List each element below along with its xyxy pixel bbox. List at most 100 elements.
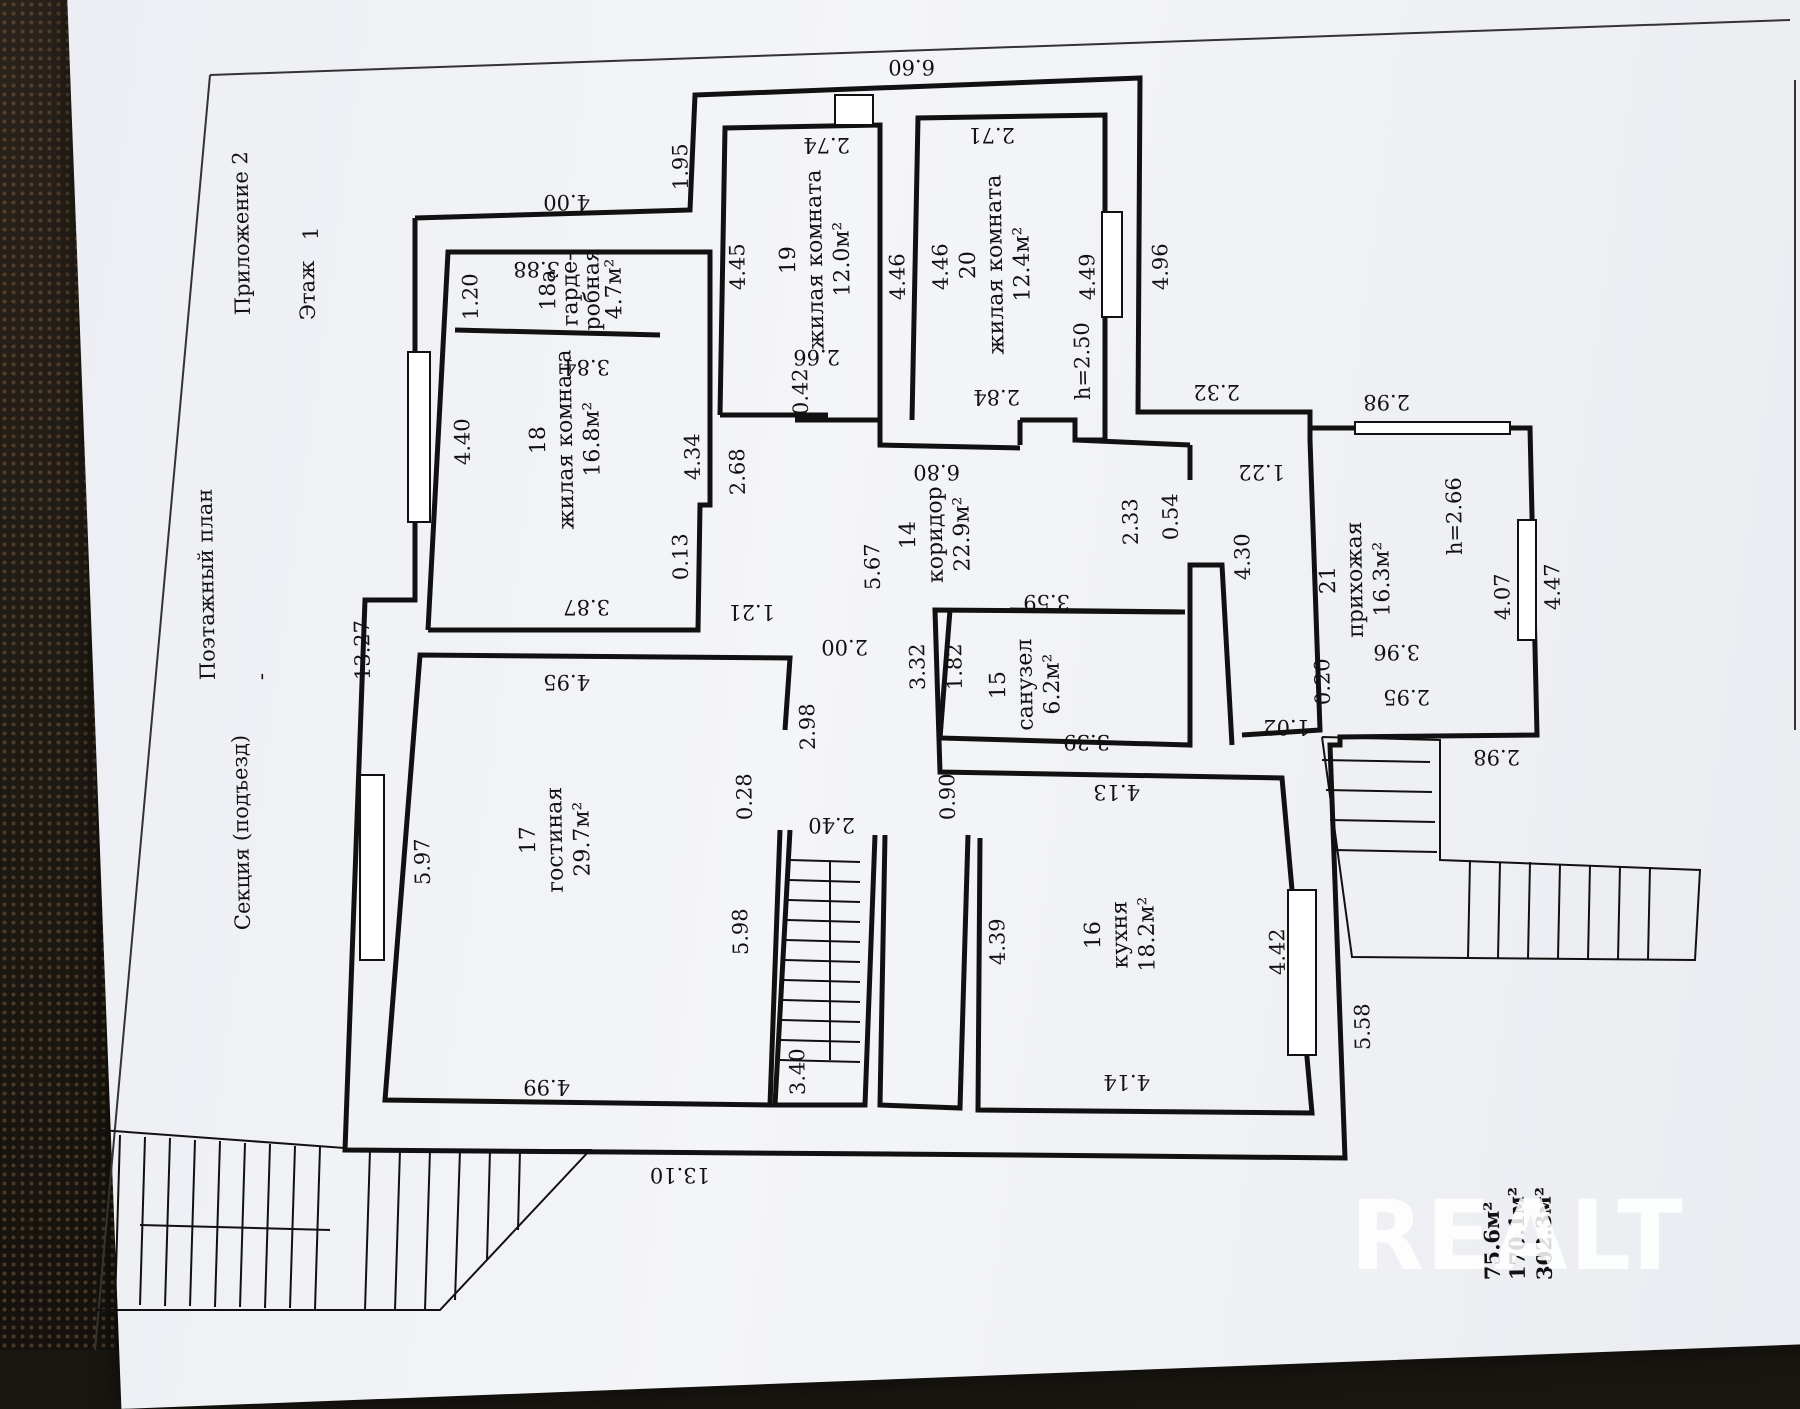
floor-value: 1	[299, 227, 323, 241]
wall-corridor-top2	[877, 420, 1021, 451]
section-value: -	[249, 673, 273, 681]
entry-stairs	[1321, 736, 1702, 962]
dim-r20-r: 4.49	[1075, 253, 1100, 300]
dim-hall-bot: 2.98	[1473, 745, 1520, 769]
svg-text:15: 15	[986, 671, 1011, 699]
dim-right-a: 4.96	[1148, 243, 1173, 290]
outer-wall	[342, 75, 1540, 1161]
dim-cor-d: 2.33	[1118, 498, 1143, 545]
header-block: Приложение 2 Поэтажный план Секция (подъ…	[193, 151, 323, 930]
svg-text:22.9м²: 22.9м²	[949, 496, 975, 571]
room-19-label: 19 жилая комната 12.0м²	[776, 169, 856, 349]
svg-text:жилая комната: жилая комната	[981, 174, 1009, 354]
total-1: 75.6м²	[1479, 1201, 1505, 1280]
dim-kit-bot: 4.14	[1103, 1070, 1150, 1094]
room-21-label: 21 прихожая 16.3м²	[1316, 521, 1396, 638]
wall-room-18	[425, 249, 713, 633]
dim-cor-f: 3.32	[905, 643, 930, 690]
dim-hall-e: 4.07	[1490, 573, 1515, 620]
svg-text:17: 17	[516, 826, 541, 854]
plan-title: Поэтажный план	[193, 489, 220, 681]
dim-r19-bot: 2.66	[793, 345, 840, 369]
internal-stairs	[779, 859, 861, 1063]
svg-text:коридор: коридор	[922, 486, 949, 583]
floor-plan: Приложение 2 Поэтажный план Секция (подъ…	[94, 19, 1796, 1350]
dim-r20-bot: 2.84	[973, 385, 1020, 409]
dim-r19-l: 4.45	[725, 243, 750, 290]
svg-text:жилая комната: жилая комната	[801, 169, 829, 349]
dim-hall-top: 2.98	[1363, 390, 1410, 414]
dim-kit-top: 4.13	[1093, 780, 1140, 804]
svg-text:гарде-: гарде-	[557, 253, 583, 326]
room-18-label: 18 жилая комната 16.8м²	[526, 349, 606, 529]
wall-hall-21	[1241, 428, 1323, 738]
dim-st-c: 3.40	[785, 1048, 810, 1095]
wall-kitchen-16	[932, 607, 1315, 1116]
wall-wc-top	[1009, 607, 1186, 615]
dim-kit-l: 4.39	[985, 918, 1010, 965]
dim-top-a: 4.00	[543, 190, 590, 214]
dim-right-d: 5.58	[1350, 1003, 1375, 1050]
window-room-20	[1101, 211, 1123, 318]
svg-text:18: 18	[526, 426, 551, 454]
dim-st-b: 2.40	[808, 813, 855, 837]
dim-cor-top: 6.80	[913, 460, 960, 484]
wall-dressing	[454, 327, 661, 338]
svg-text:санузел: санузел	[1012, 638, 1039, 730]
dim-liv-bot: 4.99	[523, 1075, 570, 1099]
dim-cor-e: 0.54	[1158, 493, 1183, 540]
svg-text:робная: робная	[579, 248, 605, 331]
dim-right-b: 2.32	[1193, 380, 1240, 404]
dim-cor-c: 2.00	[821, 635, 868, 659]
section-label: Секция (подъезд)	[228, 735, 255, 931]
dim-cor-h: 5.67	[860, 543, 885, 590]
dim-hall-g: 1.02	[1263, 715, 1310, 739]
svg-text:16.3м²: 16.3м²	[1369, 541, 1395, 616]
svg-text:18a: 18a	[536, 269, 562, 311]
svg-text:гостиная: гостиная	[542, 787, 569, 893]
wall-room-19	[717, 122, 883, 423]
dim-r18-e: 4.34	[680, 433, 705, 480]
dim-r18-top: 3.84	[563, 355, 610, 379]
dim-top-c: 6.60	[888, 55, 935, 79]
svg-text:12.0м²: 12.0м²	[829, 221, 855, 296]
vent-top	[834, 94, 874, 126]
dim-wc-l: 1.82	[942, 643, 967, 690]
window-kitchen	[1287, 889, 1317, 1056]
dim-hall-c: 3.96	[1373, 640, 1420, 664]
windows	[359, 94, 1537, 1056]
total-2: 170.1м²	[1503, 1187, 1530, 1281]
svg-text:19: 19	[776, 246, 801, 274]
svg-text:16: 16	[1081, 921, 1106, 949]
dim-r18a-w: 1.20	[458, 273, 483, 320]
floor-label: Этаж	[295, 260, 320, 321]
dim-r20-l: 4.46	[928, 243, 953, 290]
dim-r19-r: 4.46	[885, 253, 910, 300]
room-20-label: 20 жилая комната 12.4м²	[956, 174, 1036, 354]
dim-r19-door: 0.42	[788, 368, 813, 415]
window-hall	[1517, 519, 1537, 641]
dim-outer-bottom: 13.10	[650, 1163, 710, 1187]
room-15-label: 15 санузел 6.2м²	[986, 638, 1066, 730]
dim-cor-b: 1.21	[728, 600, 775, 624]
svg-text:жилая комната: жилая комната	[551, 349, 579, 529]
window-hall-top	[1354, 421, 1511, 435]
svg-text:прихожая: прихожая	[1342, 521, 1369, 638]
svg-text:29.7м²: 29.7м²	[569, 801, 595, 876]
dim-kit-door: 0.90	[935, 773, 960, 820]
dim-hall-d: 2.95	[1383, 685, 1430, 709]
wall-wc-15	[937, 562, 1235, 748]
dimension-labels: 13.27 13.10 4.00 1.95 6.60 4.96 2.32 4.4…	[350, 55, 1565, 1187]
room-labels: 17 гостиная 29.7м² 18 жилая комната 16.8…	[516, 169, 1396, 971]
dim-top-b: 1.95	[668, 143, 693, 190]
dim-kit-r: 4.42	[1265, 928, 1290, 975]
dim-wc-top: 3.59	[1023, 590, 1070, 614]
wall-living-17	[382, 652, 793, 1108]
dim-r20-h: h=2.50	[1070, 322, 1095, 400]
appendix-label: Приложение 2	[228, 151, 255, 315]
room-14-label: 14 коридор 22.9м²	[896, 486, 976, 583]
wall-stair-right	[877, 834, 971, 1111]
svg-text:4.7м²: 4.7м²	[601, 258, 627, 319]
dim-r19-top: 2.74	[803, 133, 850, 157]
dim-hall-b: 4.30	[1230, 533, 1255, 580]
